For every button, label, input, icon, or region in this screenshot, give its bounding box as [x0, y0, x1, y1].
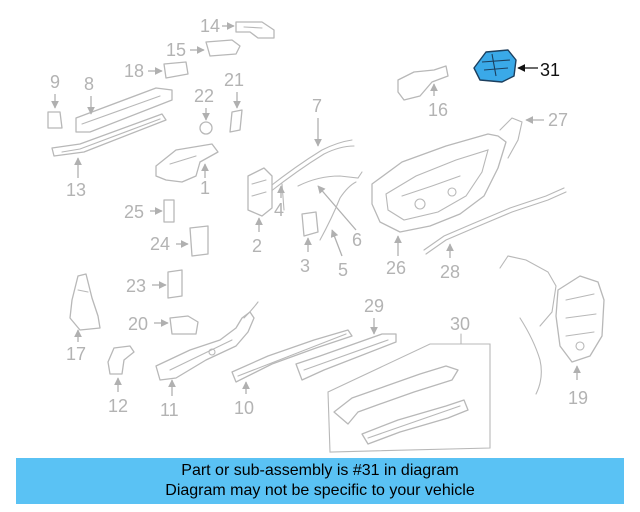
callout-10: 10: [234, 398, 254, 418]
banner-line-1: Part or sub-assembly is #31 in diagram: [181, 462, 459, 479]
part-7: 7: [267, 96, 355, 193]
callout-4: 4: [274, 200, 284, 220]
part-9: 9: [47, 72, 63, 129]
callout-29: 29: [364, 296, 384, 316]
part-23: 23: [126, 269, 183, 299]
part-29: 29: [295, 296, 397, 381]
part-30: 30: [327, 314, 491, 453]
callout-3: 3: [300, 256, 310, 276]
callout-20: 20: [128, 314, 148, 334]
callout-22: 22: [194, 86, 214, 106]
part-3: 3: [300, 211, 319, 276]
callout-5: 5: [338, 260, 348, 280]
part-16: 16: [397, 65, 449, 120]
part-13: 13: [51, 113, 167, 200]
part-1: 1: [155, 143, 219, 198]
callout-9: 9: [50, 72, 60, 92]
callout-12: 12: [108, 396, 128, 416]
part-22: 22: [194, 86, 214, 135]
part-18: 18: [124, 61, 189, 81]
callout-7: 7: [312, 96, 322, 116]
callout-6: 6: [352, 230, 362, 250]
part-20: 20: [128, 314, 199, 335]
callout-8: 8: [84, 74, 94, 94]
part-27: 27: [499, 110, 568, 159]
callout-13: 13: [66, 180, 86, 200]
part-25: 25: [124, 199, 175, 223]
part-4: 4: [274, 183, 285, 220]
callout-21: 21: [224, 70, 244, 90]
callout-30: 30: [450, 314, 470, 334]
part-11: 11: [155, 301, 259, 420]
callout-28: 28: [440, 262, 460, 282]
part-31-highlighted: 31: [473, 49, 560, 83]
part-19: 19: [499, 255, 605, 408]
part-14: 14: [200, 16, 275, 39]
part-24: 24: [150, 225, 209, 257]
callout-11: 11: [160, 400, 179, 420]
callout-24: 24: [150, 234, 170, 254]
part-5: 5: [319, 181, 357, 280]
banner-line-2: Diagram may not be specific to your vehi…: [165, 482, 475, 499]
part-17: 17: [66, 273, 101, 364]
part-26: 26: [371, 133, 507, 278]
callout-26: 26: [386, 258, 406, 278]
callout-2: 2: [252, 236, 262, 256]
callout-25: 25: [124, 202, 144, 222]
part-6: 6: [297, 171, 363, 250]
callout-27: 27: [548, 110, 568, 130]
callout-19: 19: [568, 388, 588, 408]
callout-16: 16: [428, 100, 448, 120]
part-28: 28: [423, 187, 567, 282]
part-8: 8: [75, 74, 173, 133]
part-21: 21: [224, 70, 244, 133]
callout-15: 15: [166, 40, 186, 60]
callout-17: 17: [66, 344, 86, 364]
callout-14: 14: [200, 16, 220, 36]
part-2: 2: [247, 167, 273, 256]
callout-31: 31: [540, 60, 560, 80]
part-info-banner: Part or sub-assembly is #31 in diagram D…: [16, 458, 624, 504]
part-12: 12: [107, 345, 135, 416]
callout-18: 18: [124, 61, 144, 81]
part-10: 10: [231, 329, 353, 418]
callout-1: 1: [200, 178, 210, 198]
callout-23: 23: [126, 276, 146, 296]
part-15: 15: [166, 39, 241, 60]
